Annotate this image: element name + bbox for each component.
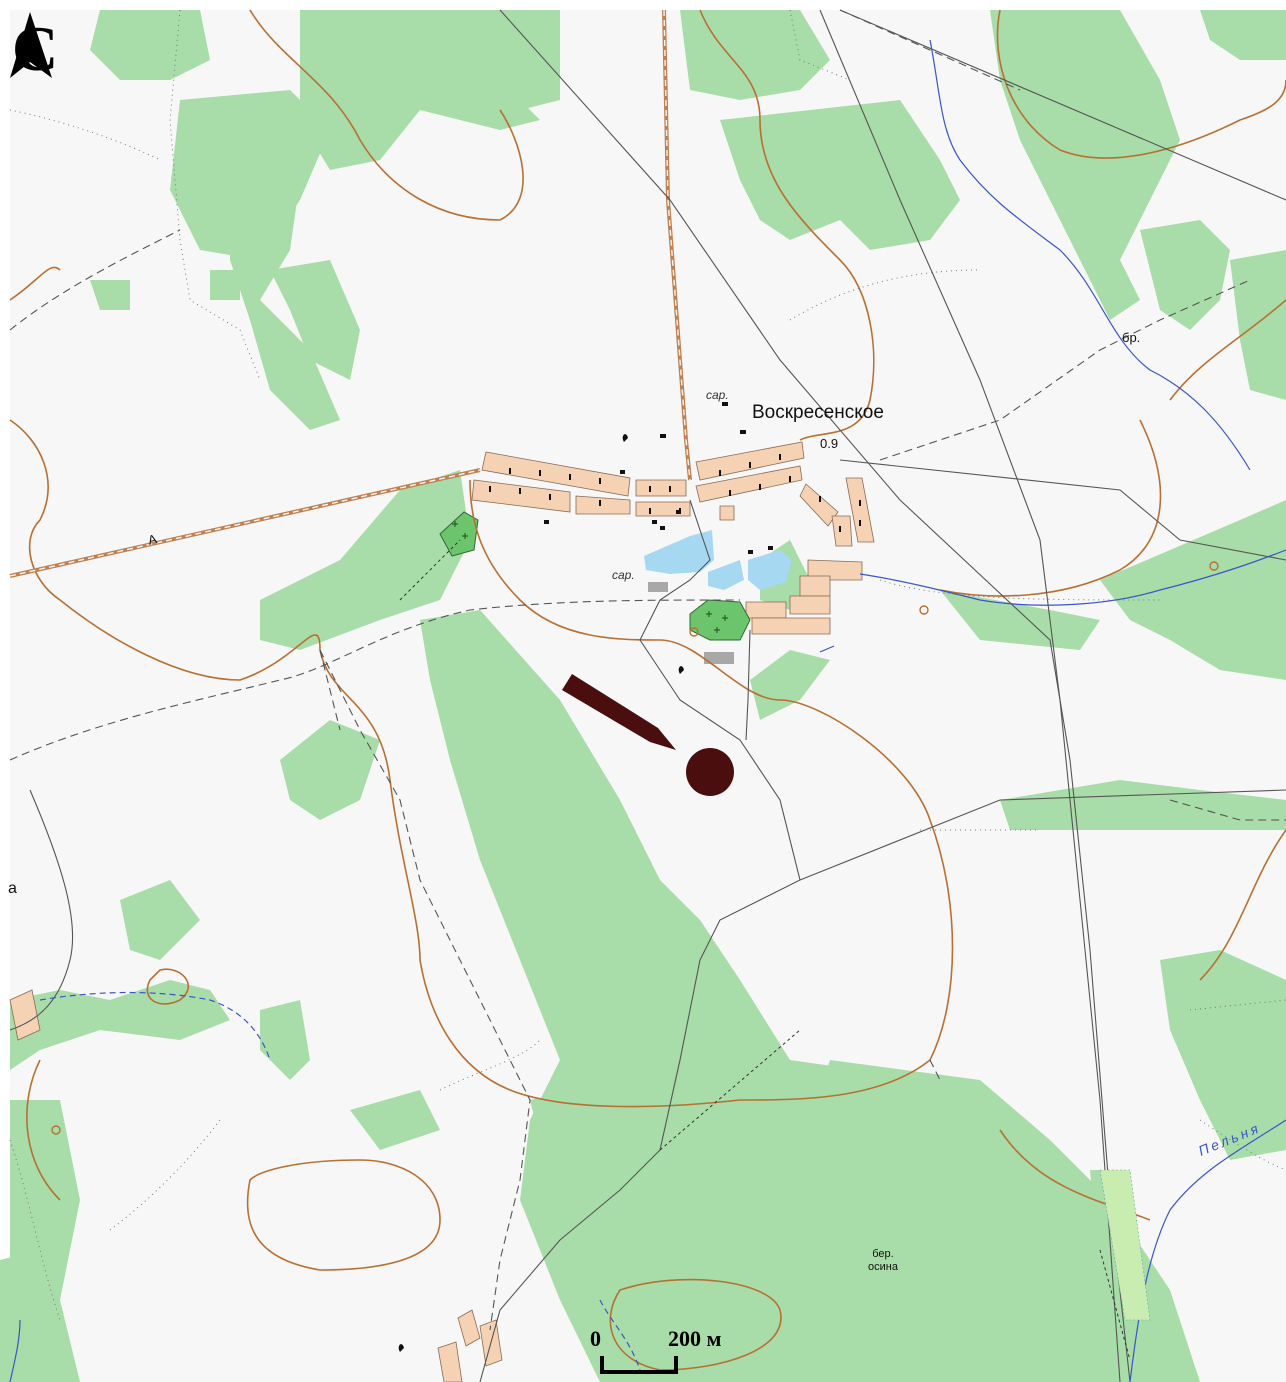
- forest-species-label: бер. осина: [868, 1248, 898, 1273]
- scale-bracket: [600, 1356, 678, 1374]
- village-name-label: Воскресенское: [752, 402, 884, 423]
- height-mark-label: 0.9: [820, 436, 839, 451]
- pointer-arrow-icon: [562, 674, 676, 750]
- water-bodies: [644, 530, 792, 590]
- settlement-ticks: [489, 454, 861, 532]
- roads: [9, 9, 1286, 1382]
- forest-areas: [0, 10, 1286, 1382]
- cemetery-crosses: [452, 521, 728, 633]
- north-arrow-icon: С: [10, 12, 54, 80]
- scale-bar: 0 200 м: [586, 1326, 776, 1382]
- dirt-roads: [9, 9, 1286, 1331]
- vegetation-boundaries: [9, 9, 1286, 1321]
- barn-label: сар.: [706, 388, 729, 402]
- barn-label-2: сар.: [612, 568, 635, 582]
- ford-label: бр.: [1122, 330, 1141, 345]
- paths: [399, 539, 1131, 1361]
- church-icon: [622, 434, 628, 442]
- railway-lines: [9, 9, 692, 578]
- church-icon-3: [398, 1344, 404, 1352]
- marsh-strip: [1099, 1169, 1151, 1321]
- scale-zero-label: 0: [590, 1326, 601, 1351]
- edge-label: а: [8, 880, 17, 897]
- north-symbol: С: [12, 13, 54, 80]
- scale-distance-label: 200 м: [668, 1326, 722, 1351]
- cemetery-areas: [439, 511, 751, 641]
- church-icon-2: [678, 666, 684, 674]
- well-symbols: [51, 561, 1219, 1135]
- location-marker-icon: [562, 674, 734, 796]
- industrial-buildings: [648, 582, 734, 664]
- location-dot: [686, 748, 734, 796]
- small-buildings: [544, 402, 773, 554]
- church-icons: [398, 434, 684, 1352]
